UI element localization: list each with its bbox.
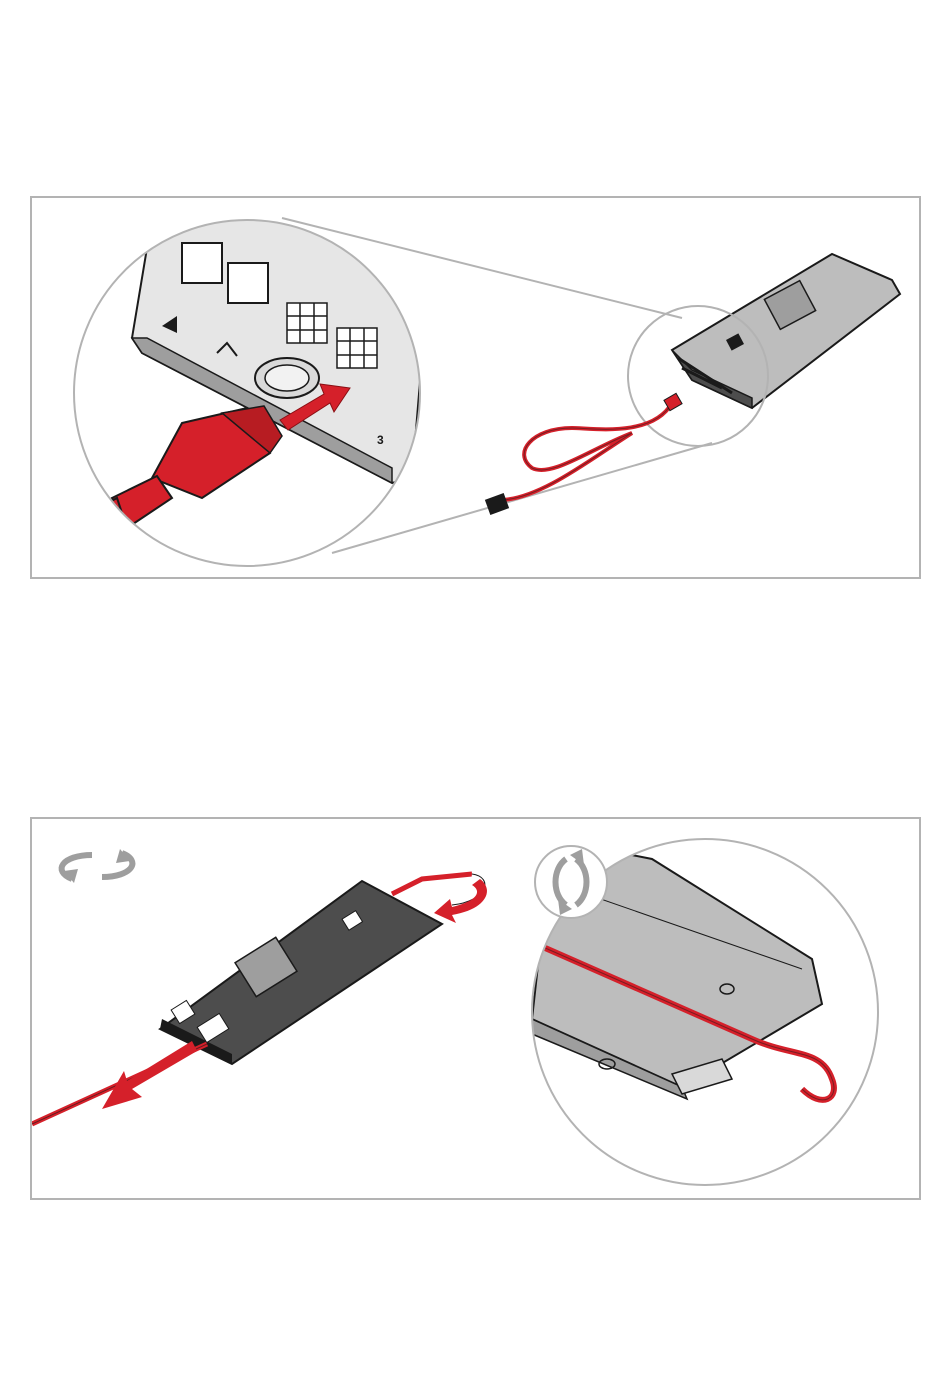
port-number-label: 3 [377, 433, 384, 447]
step-route-cable-illustration [32, 819, 921, 1200]
cable-plug-end [485, 493, 509, 515]
step-route-cable-panel [30, 817, 921, 1200]
power-cable [485, 393, 682, 515]
detail-circle-large: 3 [62, 218, 422, 566]
port-grid-left [287, 303, 327, 343]
pull-arrow-icon [102, 1041, 197, 1109]
step-connect-cable-panel: 3 [30, 196, 921, 579]
rotate-horizontal-icon [62, 849, 133, 883]
port-grid-right [337, 328, 377, 368]
step-connect-cable-illustration: 3 [32, 198, 921, 579]
control-box [672, 254, 900, 408]
rj-socket-2 [228, 263, 268, 303]
rj-socket-1 [182, 243, 222, 283]
rotate-vertical-icon [535, 846, 607, 918]
red-power-plug [62, 406, 282, 558]
control-box-rotated [160, 874, 485, 1064]
